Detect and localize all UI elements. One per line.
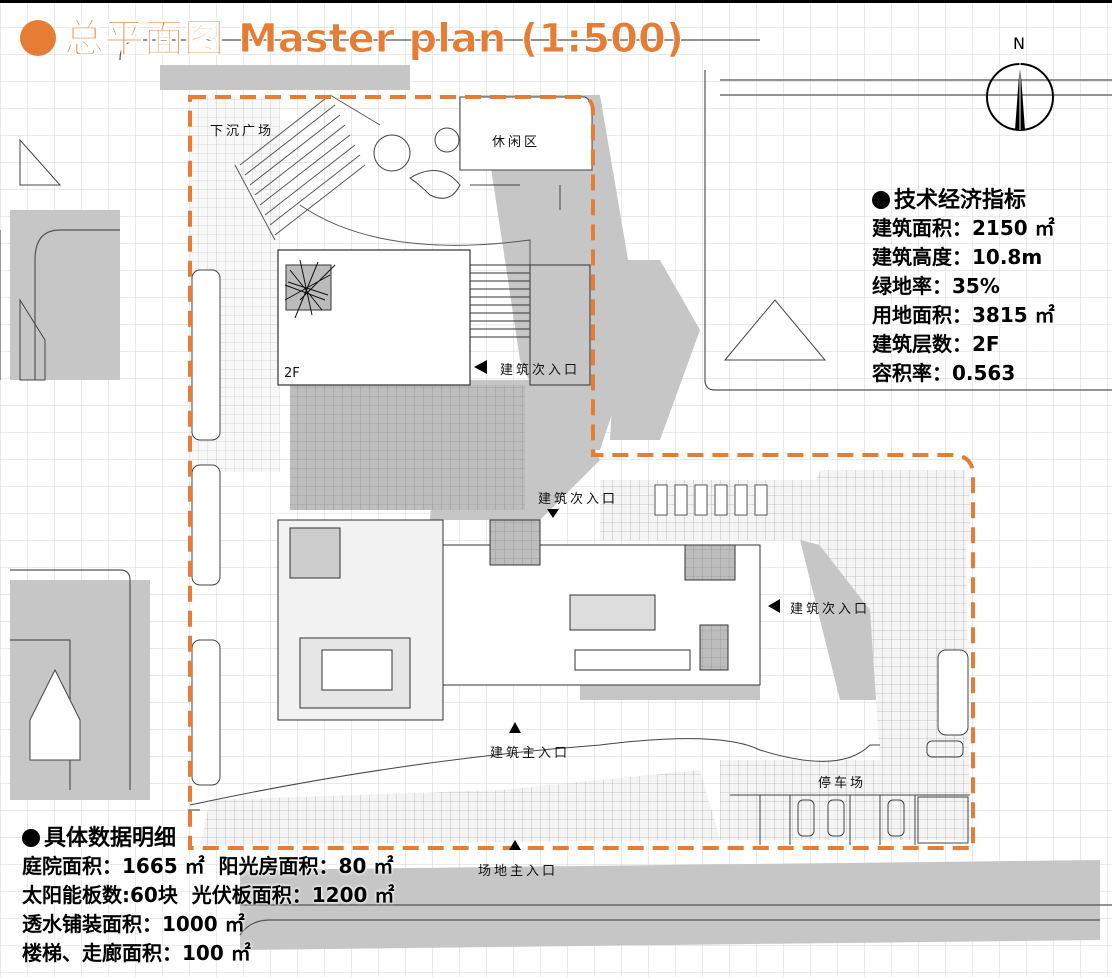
label-parking: 停车场	[818, 776, 867, 791]
detail-row: 庭院面积：1665 ㎡ 阳光房面积：80 ㎡	[22, 854, 394, 878]
indicator-row: 建筑高度：10.8m	[872, 245, 1043, 269]
bullet-icon	[22, 829, 40, 847]
detail-row: 楼梯、走廊面积：100 ㎡	[22, 941, 251, 965]
indicator-row: 容积率：0.563	[872, 361, 1016, 385]
north-label: N	[1013, 34, 1025, 53]
indicator-row: 建筑层数：2F	[872, 332, 1000, 356]
north-arrow-icon	[986, 62, 1054, 131]
bullet-icon	[872, 191, 890, 209]
page-title: 总平面图 Master plan (1:500)	[20, 6, 685, 64]
indicators-panel: 技术经济指标 建筑面积：2150 ㎡ 建筑高度：10.8m 绿地率：35% 用地…	[872, 182, 1055, 388]
indicators-heading: 技术经济指标	[872, 182, 1055, 214]
label-floor: 2F	[284, 366, 300, 381]
label-secondary-entrance: 建筑次入口	[790, 602, 871, 617]
entrance-arrow-icons	[474, 360, 780, 850]
label-leisure-area: 休闲区	[492, 135, 541, 150]
indicator-row: 建筑面积：2150 ㎡	[872, 216, 1055, 240]
detail-row: 太阳能板数:60块 光伏板面积：1200 ㎡	[22, 883, 395, 907]
detail-row: 透水铺装面积：1000 ㎡	[22, 912, 245, 936]
title-bullet-icon	[20, 20, 56, 56]
courtyard-paving	[290, 385, 525, 510]
label-sunken-plaza: 下沉广场	[210, 124, 275, 139]
tree-icon	[284, 259, 336, 319]
indicator-row: 用地面积：3815 ㎡	[872, 303, 1055, 327]
details-panel: 具体数据明细 庭院面积：1665 ㎡ 阳光房面积：80 ㎡ 太阳能板数:60块 …	[22, 820, 394, 968]
sunken-plaza-stairs	[234, 94, 531, 265]
label-main-entrance: 建筑主入口	[490, 746, 571, 761]
label-secondary-entrance: 建筑次入口	[500, 363, 581, 378]
parking-lot	[189, 738, 970, 845]
details-heading: 具体数据明细	[22, 820, 394, 852]
label-site-main-entrance: 场地主入口	[478, 864, 559, 879]
roads	[0, 39, 1112, 936]
label-secondary-entrance: 建筑次入口	[538, 492, 619, 507]
indicator-row: 绿地率：35%	[872, 274, 1000, 298]
